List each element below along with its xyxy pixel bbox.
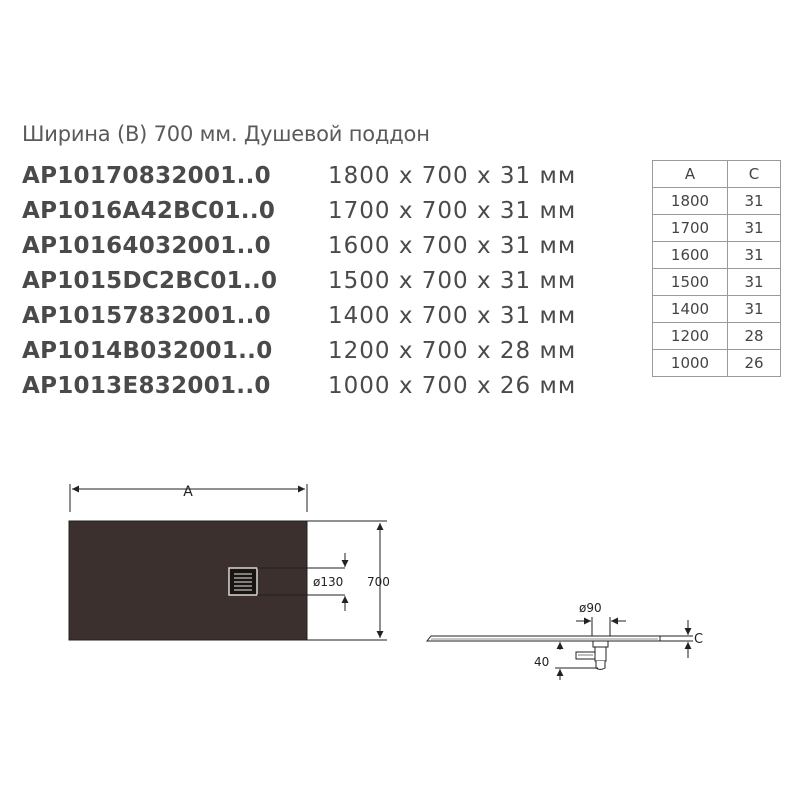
cell-c: 31 (727, 214, 781, 242)
table-row: 1700 31 (652, 214, 781, 242)
cell-a: 1800 (652, 187, 728, 215)
cell-a: 1000 (652, 349, 728, 377)
shower-tray-top (68, 520, 308, 641)
product-code: AP10157832001..0 (22, 302, 271, 329)
product-size: 1600 x 700 x 31 мм (328, 232, 577, 259)
cell-c: 31 (727, 268, 781, 296)
dim-drain-label: ø130 (313, 575, 343, 589)
cell-c: 31 (727, 295, 781, 323)
siphon (575, 640, 609, 670)
product-code: AP1013E832001..0 (22, 372, 271, 399)
product-list: AP10170832001..0 1800 x 700 x 31 мм AP10… (22, 158, 576, 403)
cell-c: 31 (727, 241, 781, 269)
top-view: A ø130 700 (68, 484, 390, 641)
product-row: AP10170832001..0 1800 x 700 x 31 мм (22, 158, 576, 193)
dim-c-label: C (694, 632, 703, 647)
product-row: AP1016A42BC01..0 1700 x 700 x 31 мм (22, 193, 576, 228)
product-code: AP10164032001..0 (22, 232, 271, 259)
table-row: 1600 31 (652, 241, 781, 269)
product-code: AP1014B032001..0 (22, 337, 273, 364)
cell-a: 1700 (652, 214, 728, 242)
product-row: AP1014B032001..0 1200 x 700 x 28 мм (22, 333, 576, 368)
size-table: A C 1800 31 1700 31 1600 31 1500 31 1400… (652, 160, 781, 377)
product-size: 1500 x 700 x 31 мм (328, 267, 577, 294)
heading: Ширина (B) 700 мм. Душевой поддон (22, 122, 430, 146)
dim-a-label: A (183, 484, 193, 500)
product-code: AP10170832001..0 (22, 162, 271, 189)
dim-width-label: 700 (367, 575, 390, 589)
shower-tray-profile (425, 635, 661, 642)
table-row: 1000 26 (652, 349, 781, 377)
product-row: AP10164032001..0 1600 x 700 x 31 мм (22, 228, 576, 263)
table-row: 1500 31 (652, 268, 781, 296)
table-row: 1800 31 (652, 187, 781, 215)
product-size: 1800 x 700 x 31 мм (328, 162, 577, 189)
product-row: AP1015DC2BC01..0 1500 x 700 x 31 мм (22, 263, 576, 298)
product-size: 1200 x 700 x 28 мм (328, 337, 577, 364)
table-row: 1200 28 (652, 322, 781, 350)
cell-a: 1500 (652, 268, 728, 296)
product-size: 1000 x 700 x 26 мм (328, 372, 577, 399)
cell-a: 1600 (652, 241, 728, 269)
product-row: AP1013E832001..0 1000 x 700 x 26 мм (22, 368, 576, 403)
product-row: AP10157832001..0 1400 x 700 x 31 мм (22, 298, 576, 333)
drain-grate (228, 567, 258, 596)
product-code: AP1016A42BC01..0 (22, 197, 276, 224)
side-view: ø90 C 40 (425, 601, 703, 680)
cell-c: 26 (727, 349, 781, 377)
dim-height-label: 40 (534, 655, 549, 669)
product-code: AP1015DC2BC01..0 (22, 267, 278, 294)
dim-outlet-label: ø90 (579, 601, 602, 615)
product-size: 1700 x 700 x 31 мм (328, 197, 577, 224)
product-size: 1400 x 700 x 31 мм (328, 302, 577, 329)
